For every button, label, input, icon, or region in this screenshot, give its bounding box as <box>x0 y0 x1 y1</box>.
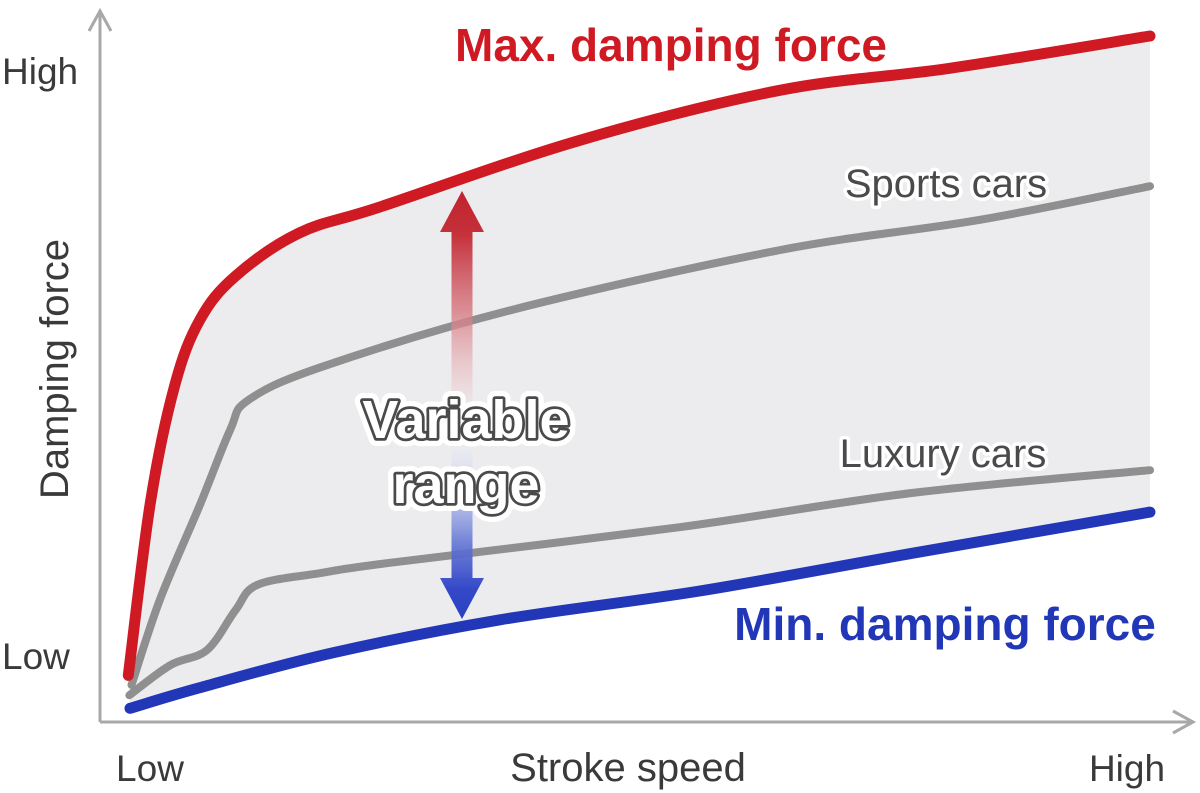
arrow-shaft <box>451 229 473 581</box>
variable-range-label-line2: range <box>392 455 539 515</box>
variable-range-area-layer <box>128 36 1151 709</box>
y-axis-arrow-icon <box>87 7 113 32</box>
sports-cars-label: Sports cars <box>845 162 1047 206</box>
curves-layer <box>122 30 1156 714</box>
arrow-up-head-icon <box>440 191 484 232</box>
arrow-down-head-icon <box>440 578 484 619</box>
x-axis-title: Stroke speed <box>510 746 746 790</box>
luxury-cars-label: Luxury cars <box>840 432 1047 476</box>
variable-range-arrow <box>440 191 484 619</box>
y-axis-high-label: High <box>2 51 78 92</box>
variable-range-label-line1: Variable <box>362 390 569 450</box>
variable-range-label-halo-line1: Variable <box>362 390 569 450</box>
variable-range-area <box>128 36 1151 709</box>
curve-min <box>124 506 1156 714</box>
curve-sports <box>127 182 1154 689</box>
curve-luxury <box>125 466 1154 700</box>
axes <box>87 7 1197 735</box>
variable-range-label-halo-line2: range <box>392 455 539 515</box>
y-axis-low-label: Low <box>2 636 70 677</box>
min-damping-force-label: Min. damping force <box>734 598 1156 650</box>
x-axis-high-label: High <box>1089 748 1165 789</box>
y-axis-title: Damping force <box>33 239 77 499</box>
max-damping-force-label: Max. damping force <box>455 19 887 71</box>
x-axis-low-label: Low <box>116 748 184 789</box>
curve-max <box>122 30 1156 681</box>
x-axis-arrow-icon <box>1172 709 1197 735</box>
